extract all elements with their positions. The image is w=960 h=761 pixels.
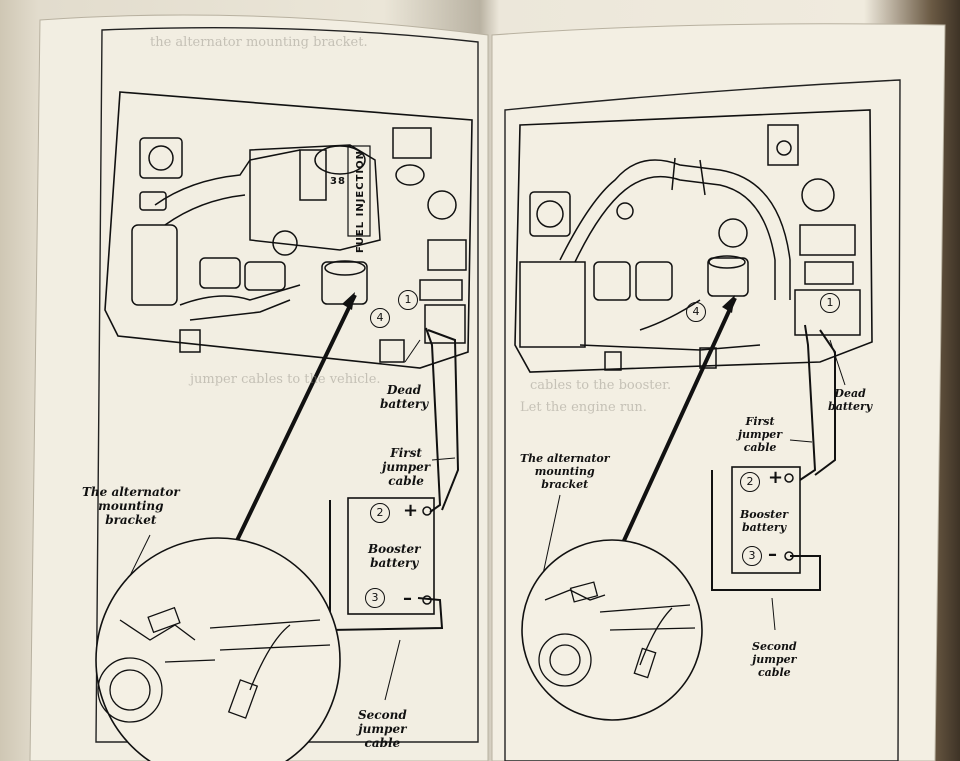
left-engine-badge: 38 [330,176,346,187]
left-second-jumper-cable-label: Second jumper cable [358,708,407,750]
left-minus-terminal: – [403,588,412,609]
right-plus-terminal: + [768,467,784,488]
left-dead-battery-label: Dead battery [380,383,429,411]
left-first-jumper-cable-label: First jumper cable [382,446,431,488]
right-second-jumper-cable-label: Second jumper cable [752,640,797,679]
right-marker-1: 1 [820,293,840,313]
left-plus-terminal: + [403,500,419,521]
right-first-jumper-cable-label: First jumper cable [738,415,783,454]
left-booster-battery-label: Booster battery [368,542,421,570]
left-marker-1: 1 [398,290,418,310]
left-alternator-bracket-label: The alternator mounting bracket [82,485,180,527]
left-bleed-text-1: the alternator mounting bracket. [150,35,368,50]
left-bleed-text-2: jumper cables to the vehicle. [190,372,381,387]
right-marker-3: 3 [742,546,762,566]
right-minus-terminal: – [768,544,777,565]
left-marker-2: 2 [370,503,390,523]
right-dead-battery-label: Dead battery [828,387,873,413]
right-marker-4: 4 [686,302,706,322]
right-alternator-bracket-label: The alternator mounting bracket [520,452,610,491]
left-marker-3: 3 [365,588,385,608]
right-bleed-text-2: Let the engine run. [520,400,647,415]
right-marker-2: 2 [740,472,760,492]
right-bleed-text-1: cables to the booster. [530,378,672,393]
left-marker-4: 4 [370,308,390,328]
right-booster-battery-label: Booster battery [740,508,789,534]
